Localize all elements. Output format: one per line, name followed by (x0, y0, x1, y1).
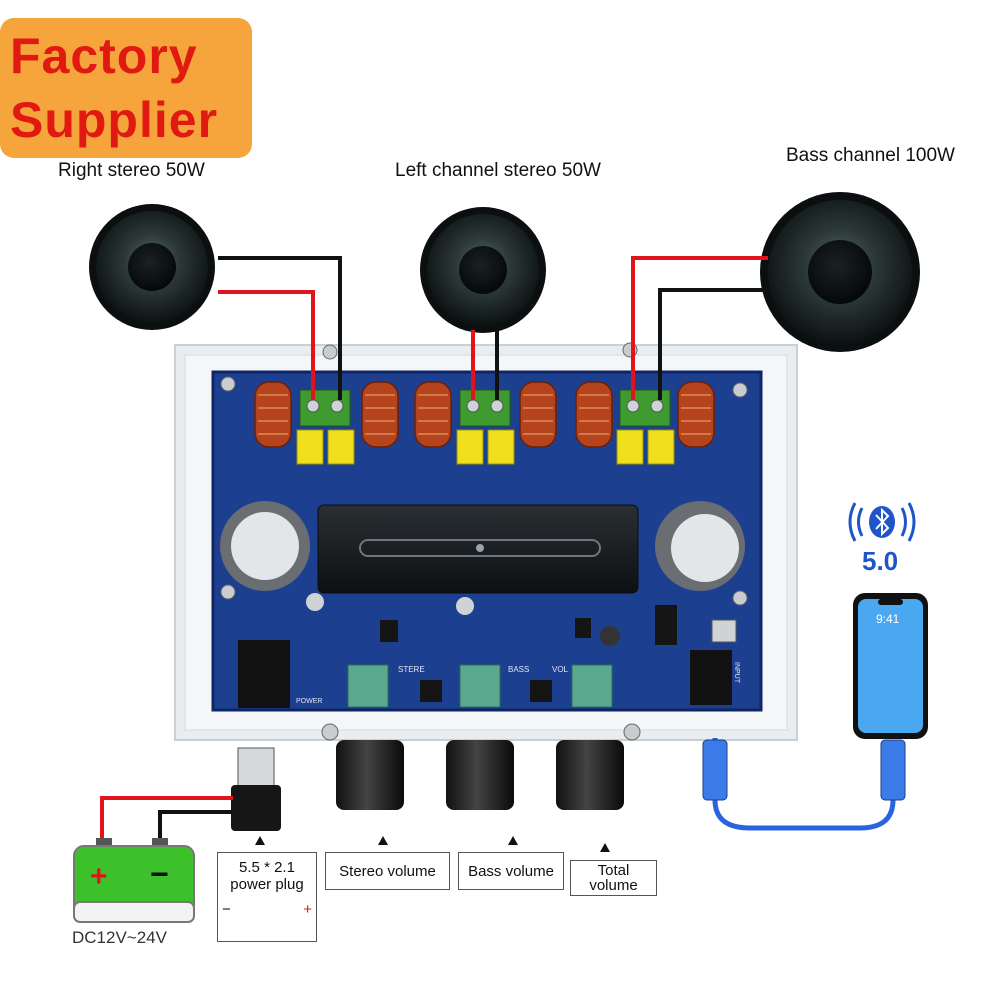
total-volume-label: Total volume (570, 860, 657, 896)
arrow-bass (508, 836, 518, 845)
power-plug-label-box: 5.5 * 2.1 power plug − + (217, 852, 317, 942)
left-speaker-label: Left channel stereo 50W (395, 160, 601, 181)
board-text-bass: BASS (508, 665, 529, 674)
bluetooth-version: 5.0 (862, 546, 899, 576)
bluetooth-icon (848, 502, 916, 542)
arrow-stereo (378, 836, 388, 845)
battery-voltage-label: DC12V~24V (72, 928, 167, 947)
badge-line-2: Supplier (10, 92, 219, 148)
total-volume-line-2: volume (589, 877, 638, 894)
yellow-capacitors (296, 429, 675, 465)
power-minus: − (222, 901, 231, 918)
board-text-vol: VOL (552, 665, 569, 674)
total-volume-line-1: Total (597, 862, 630, 879)
board-text-power: POWER (296, 698, 322, 705)
badge-line-1: Factory (10, 28, 198, 84)
power-polarity: − + (222, 901, 312, 918)
battery-minus-label: − (150, 856, 169, 892)
right-speaker-label: Right stereo 50W (58, 160, 205, 181)
right-speaker (89, 204, 215, 330)
left-speaker (420, 207, 546, 333)
board-text-input: INPUT (733, 662, 740, 684)
dc-jack-socket (238, 640, 290, 708)
battery-plus-label: + (90, 860, 108, 893)
bass-speaker-label: Bass channel 100W (786, 145, 955, 166)
power-plug-tip (237, 747, 275, 789)
power-plug-body (231, 785, 281, 831)
phone-time: 9:41 (876, 612, 900, 626)
power-plug-line-2: power plug (230, 876, 304, 893)
stereo-volume-label: Stereo volume (325, 852, 450, 890)
bass-volume-label: Bass volume (458, 852, 564, 890)
electrolytic-capacitors (220, 501, 745, 591)
volume-knobs (336, 740, 624, 810)
aux-input-socket (690, 650, 732, 705)
board-text-stereo: STERE (398, 665, 425, 674)
inductor-coils (254, 381, 715, 448)
power-plus: + (303, 901, 312, 918)
power-plug-line-1: 5.5 * 2.1 (239, 859, 295, 876)
aux-cable (712, 738, 896, 831)
factory-supplier-badge: Factory Supplier (0, 18, 252, 158)
smartphone (853, 593, 928, 739)
bass-speaker (760, 192, 920, 352)
arrow-power (255, 836, 265, 845)
arrow-total (600, 843, 610, 852)
battery (73, 838, 195, 923)
